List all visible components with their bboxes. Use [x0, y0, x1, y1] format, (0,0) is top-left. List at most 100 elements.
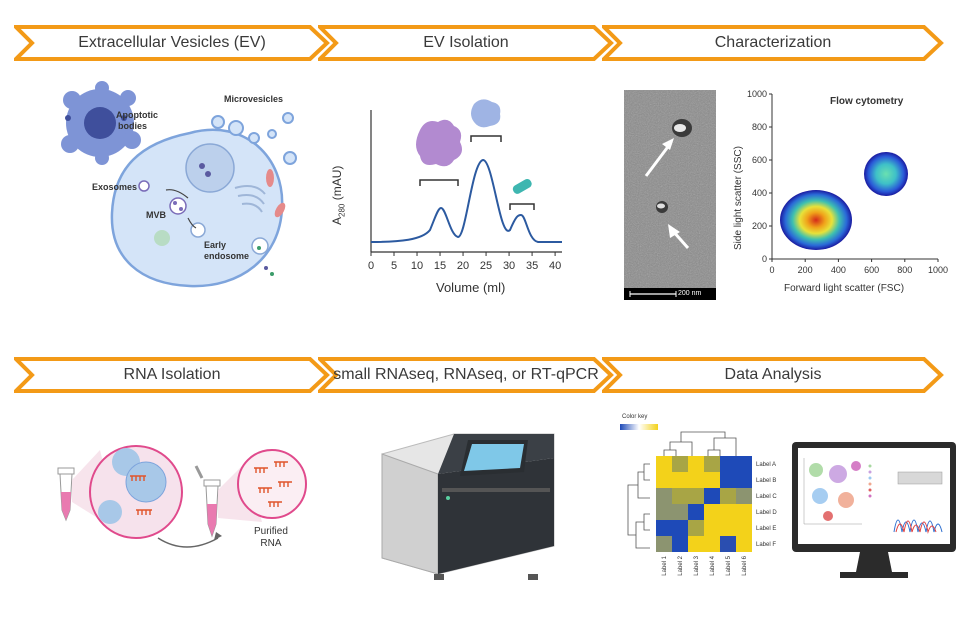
label-apoptotic-line1: Apoptotic	[116, 110, 158, 120]
heatmap-colorkey-label: Color key	[622, 414, 648, 420]
tube-2-icon	[194, 465, 221, 538]
flow-ylabel: Side light scatter (SSC)	[733, 146, 744, 250]
heatmap-cell	[704, 520, 720, 536]
cell-body-icon	[110, 112, 297, 288]
heatmap-col-label: Label 4	[710, 555, 716, 575]
protein-rod-icon	[512, 179, 532, 194]
tem-image	[624, 90, 716, 300]
banner-arrow-shape	[318, 25, 614, 61]
heatmap-cell	[688, 456, 704, 472]
flow-ytick-label: 0	[762, 254, 767, 264]
label-purified-rna: Purified RNA	[254, 526, 288, 550]
banner-arrow-shape	[602, 357, 944, 393]
banner-characterization: Characterization	[602, 24, 944, 62]
label-early-line1: Early	[204, 240, 227, 250]
banner-arrow-shape	[318, 357, 614, 393]
heatmap-col-label: Label 1	[662, 555, 668, 575]
heatmap-cell	[672, 536, 688, 552]
banner-rna-label: RNA Isolation	[123, 366, 221, 383]
label-early-endosome: Early endosome	[204, 240, 249, 262]
flow-ytick-label: 400	[752, 188, 767, 198]
sec-xtick-label: 5	[391, 260, 397, 272]
arrow-1	[644, 143, 672, 177]
zoom-circle-1	[72, 445, 183, 539]
heatmap-cell	[688, 488, 704, 504]
heatmap-cell	[720, 520, 736, 536]
heatmap-cell	[720, 456, 736, 472]
flow-xtick-label: 1000	[928, 265, 948, 275]
col-dendrogram	[663, 431, 737, 456]
heatmap-col-label: Label 3	[694, 555, 700, 575]
heatmap-row-label: Label A	[756, 462, 776, 468]
banner-arrow-shape	[14, 357, 330, 393]
rna-isolation-illustration	[57, 445, 307, 548]
heatmap-cell	[736, 456, 752, 472]
label-apoptotic-line2: bodies	[118, 121, 148, 131]
sec-ylabel: A280 (mAU)	[330, 166, 346, 225]
tem-scalebar-label: 200 nm	[678, 290, 702, 297]
legend-icon	[868, 464, 872, 498]
label-apoptotic: Apoptotic bodies	[116, 110, 158, 132]
heatmap-col-label: Label 5	[726, 555, 732, 575]
protein-small-icon	[471, 99, 501, 128]
banner-seq-label: small RNAseq, RNAseq, or RT-qPCR	[333, 366, 599, 383]
heatmap-cell	[656, 456, 672, 472]
heatmap-cell	[688, 536, 704, 552]
elution-curve	[370, 158, 562, 243]
label-microvesicles: Microvesicles	[224, 94, 284, 104]
heatmap-col-label: Label 2	[678, 555, 684, 575]
heatmap-cell	[656, 520, 672, 536]
sec-xtick-label: 0	[368, 260, 374, 272]
heatmap-cell	[688, 472, 704, 488]
flow-xtick-label: 400	[831, 265, 846, 275]
heatmap-cell	[656, 536, 672, 552]
apoptotic-body-icon	[61, 81, 141, 165]
process-arrow	[157, 537, 219, 548]
population-1	[780, 190, 852, 250]
banner-analysis-label: Data Analysis	[724, 366, 822, 383]
screen-icon	[464, 444, 524, 471]
flow-xtick-label: 200	[798, 265, 813, 275]
heatmap-cell	[736, 504, 752, 520]
sec-xtick-label: 15	[434, 260, 446, 272]
heatmap-cell	[720, 536, 736, 552]
banner-ev: Extracellular Vesicles (EV)	[14, 24, 330, 62]
sequencer-icon	[381, 433, 555, 580]
sec-xtick-label: 30	[503, 260, 515, 272]
tsne-plot-icon	[803, 458, 862, 525]
bracket-3	[509, 203, 535, 210]
banner-isolation-label: EV Isolation	[423, 34, 509, 51]
heatmap-col-label: Label 6	[742, 555, 748, 575]
sec-xtick-label: 10	[411, 260, 423, 272]
bracket-1	[419, 179, 459, 186]
sec-xtick-label: 20	[457, 260, 469, 272]
ylabel-sub: 280	[337, 203, 347, 217]
heatmap-cell	[688, 520, 704, 536]
purified-line1: Purified	[254, 526, 288, 537]
banner-arrow-shape	[602, 25, 944, 61]
heatmap-cell	[736, 520, 752, 536]
color-key-bar	[620, 424, 658, 430]
bracket-2	[470, 135, 502, 142]
cell-illustration	[61, 81, 297, 288]
sec-xtick-label: 25	[480, 260, 492, 272]
banner-arrow-shape	[14, 25, 330, 61]
heatmap-cell	[656, 504, 672, 520]
label-exosomes: Exosomes	[92, 182, 138, 192]
heatmap-cell	[656, 472, 672, 488]
flow-xtick-label: 600	[864, 265, 879, 275]
heatmap-cell	[672, 520, 688, 536]
heatmap-cell	[672, 472, 688, 488]
heatmap-row-label: Label B	[756, 478, 776, 484]
heatmap-row-label: Label F	[756, 542, 776, 548]
heatmap-cell	[672, 504, 688, 520]
heatmap-cell	[704, 504, 720, 520]
flow-ytick-label: 1000	[747, 89, 767, 99]
flow-ytick-label: 800	[752, 122, 767, 132]
sec-xlabel: Volume (ml)	[436, 280, 506, 295]
heatmap-cell	[704, 456, 720, 472]
flow-xlabel: Forward light scatter (FSC)	[784, 283, 905, 294]
heatmap-cell	[720, 472, 736, 488]
